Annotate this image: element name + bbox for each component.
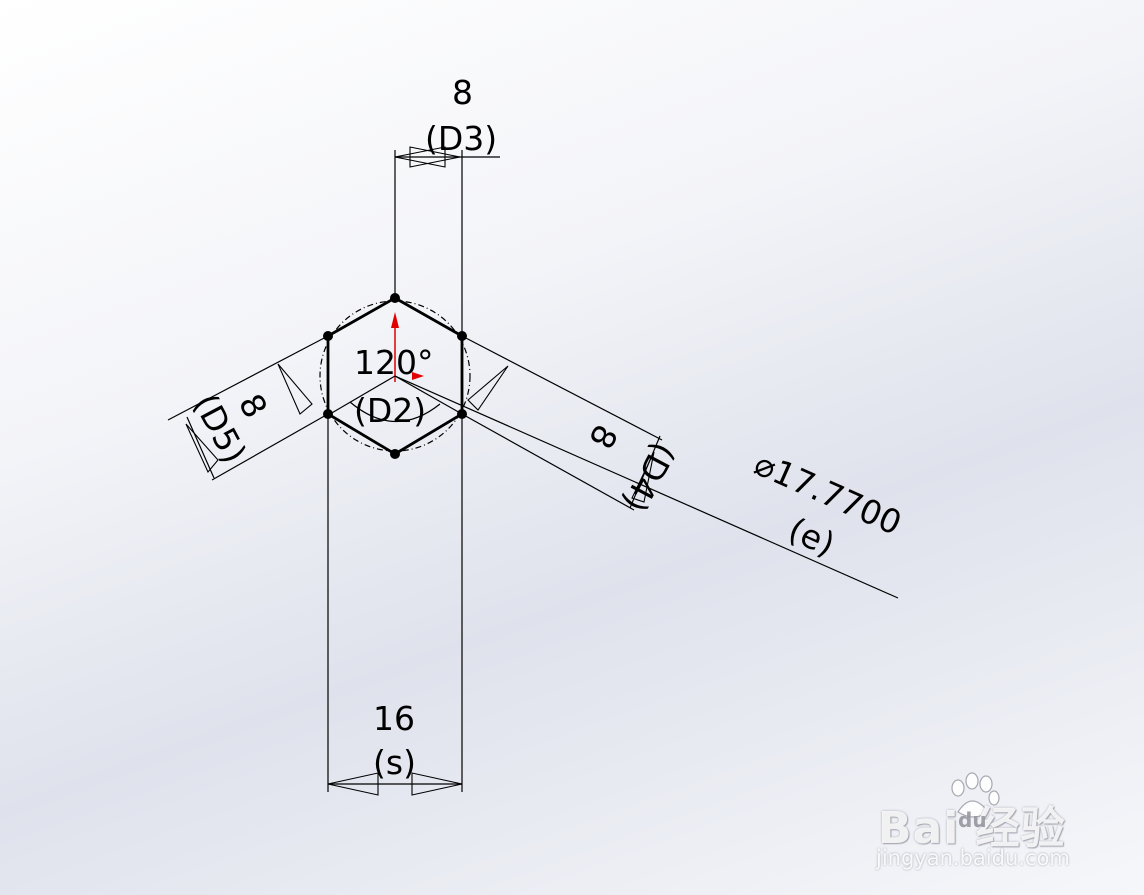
watermark-url: jingyan.baidu.com <box>876 846 1070 870</box>
d3-dimension-lines <box>394 146 500 336</box>
vertex-point[interactable] <box>390 449 400 459</box>
d3-label[interactable]: (D3) <box>425 119 497 158</box>
diameter-label[interactable]: (e) <box>783 510 841 564</box>
d4-value[interactable]: 8 <box>581 418 625 455</box>
origin-marker <box>391 312 424 382</box>
diameter-leader-line <box>394 375 899 599</box>
angle-value[interactable]: 120° <box>354 343 434 382</box>
angle-dimension-lines <box>329 375 463 423</box>
angle-label[interactable]: (D2) <box>354 391 426 430</box>
watermark-brand: Bai 经验 <box>878 803 1066 854</box>
d5-dimension-lines <box>167 335 329 481</box>
baidu-paw-icon <box>951 772 1000 818</box>
hexagon-vertices <box>323 293 467 459</box>
s-label[interactable]: (s) <box>373 743 416 782</box>
watermark-du: du <box>958 808 987 832</box>
d4-dimension-lines <box>461 335 663 511</box>
d3-value[interactable]: 8 <box>452 73 473 112</box>
s-dimension-lines <box>327 414 463 796</box>
s-value[interactable]: 16 <box>373 699 415 738</box>
